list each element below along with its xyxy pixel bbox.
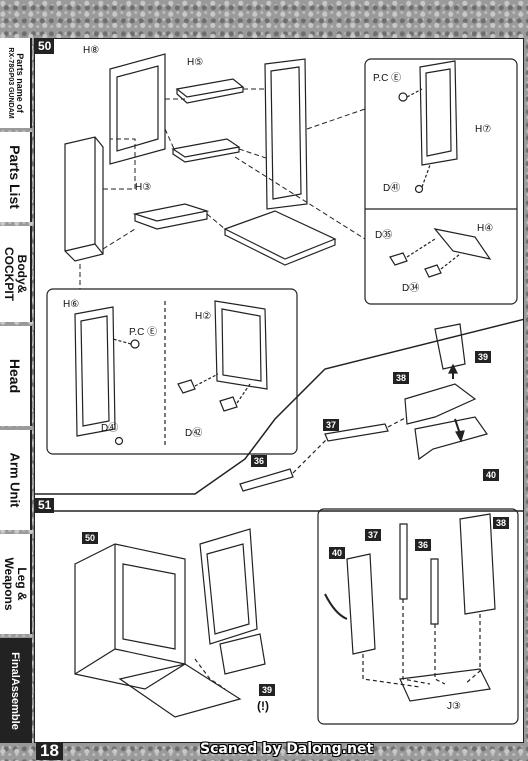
instruction-illustration	[35, 53, 523, 725]
part-tag-37: 37	[323, 419, 340, 431]
tab-arm-unit[interactable]: Arm Unit	[0, 430, 32, 530]
caution-icon: (!)	[257, 699, 269, 713]
part-label-h3: H③	[135, 182, 152, 193]
part-label-d34: D㉞	[402, 283, 420, 294]
tab-label: Parts List	[7, 145, 23, 209]
step-number-50: 50	[35, 39, 55, 54]
instruction-panel: 50 51 H⑧ H⑤ H③ P.C Ⓔ H⑦ D㊶ D㉟ H④ D㉞ H⑥ P…	[34, 38, 524, 743]
scan-credit: Scaned by Dalong.net	[200, 741, 374, 757]
part-label-d35: D㉟	[375, 230, 393, 241]
part-label-pce: P.C Ⓔ	[373, 73, 402, 84]
part-label-h2: H②	[195, 311, 212, 322]
tab-final-assemble[interactable]: FinalAssemble	[0, 638, 32, 743]
tab-label-line1: Body&	[15, 254, 29, 294]
part-tag-37-step51: 37	[365, 529, 382, 541]
part-tag-39: 39	[475, 351, 492, 363]
part-tag-36-step51: 36	[415, 539, 432, 551]
part-label-pce-2: P.C Ⓔ	[129, 327, 158, 338]
part-label-h5: H⑤	[187, 57, 204, 68]
part-label-h7: H⑦	[475, 124, 492, 135]
part-tag-39-step51: 39	[259, 684, 276, 696]
tab-label: Arm Unit	[7, 452, 23, 508]
part-tag-36: 36	[251, 455, 268, 467]
part-tag-38-step51: 38	[493, 517, 510, 529]
tab-parts-name[interactable]: Parts name of RX-78GP03 GUNDAM	[0, 38, 32, 128]
tab-label-line2: COCKPIT	[2, 247, 16, 301]
part-label-h6: H⑥	[63, 299, 80, 310]
tab-label-line1: Parts name of	[15, 53, 25, 113]
part-label-d41: D㊶	[383, 183, 401, 194]
part-label-d42: D㊷	[185, 428, 203, 439]
part-label-h4: H④	[477, 223, 494, 234]
tab-label-line2: Weapons	[2, 557, 16, 611]
tab-body-cockpit[interactable]: Body& COCKPIT	[0, 226, 32, 322]
tab-leg-weapons[interactable]: Leg & Weapons	[0, 534, 32, 634]
tab-parts-list[interactable]: Parts List	[0, 132, 32, 222]
sidebar: Parts name of RX-78GP03 GUNDAM Parts Lis…	[0, 38, 32, 743]
part-label-d41-2: D㊶	[101, 423, 119, 434]
tab-label-line1: Leg &	[15, 567, 29, 601]
tab-head[interactable]: Head	[0, 326, 32, 426]
part-tag-50: 50	[82, 532, 99, 544]
part-tag-38: 38	[393, 372, 410, 384]
page-number: 18	[36, 742, 63, 760]
tab-label: Head	[7, 358, 23, 394]
part-label-j3: J③	[447, 701, 461, 712]
step-number-51: 51	[35, 498, 55, 513]
part-tag-40-step51: 40	[329, 547, 346, 559]
part-tag-40: 40	[483, 469, 500, 481]
tab-label: FinalAssemble	[9, 651, 21, 730]
tab-label-line2: RX-78GP03 GUNDAM	[7, 47, 14, 119]
part-label-h8: H⑧	[83, 45, 100, 56]
